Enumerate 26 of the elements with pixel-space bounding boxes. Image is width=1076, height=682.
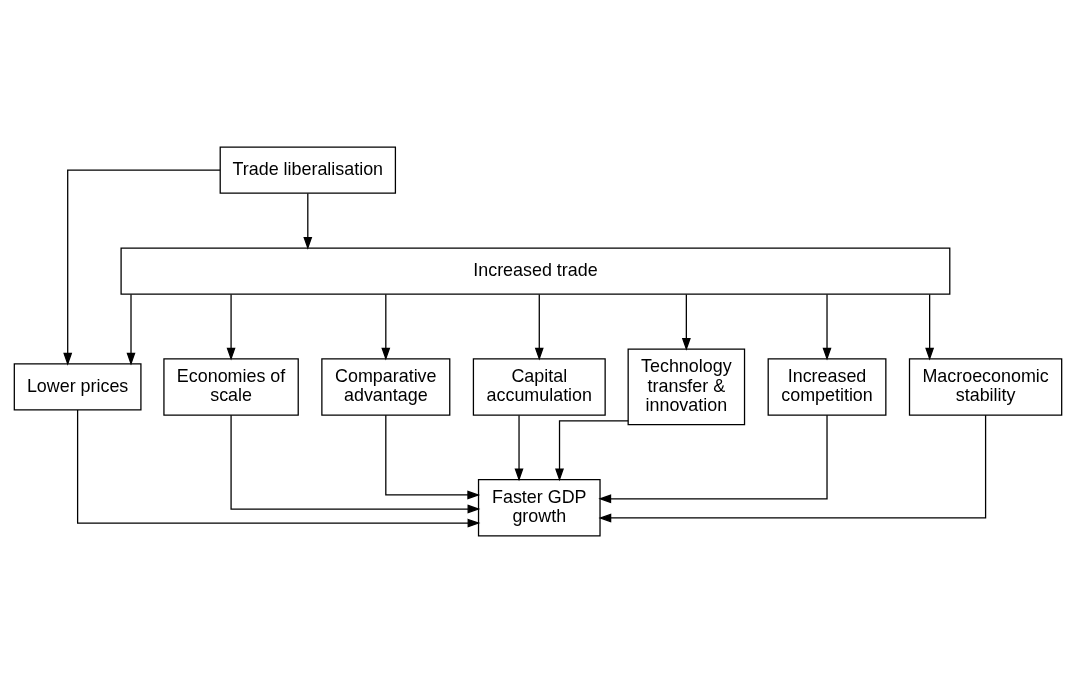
arrow <box>681 293 691 351</box>
arrow <box>77 408 481 528</box>
arrow <box>555 419 629 481</box>
node-box: Macroeconomic stability <box>908 357 1063 416</box>
arrow <box>385 414 481 499</box>
node-box: Capital accumulation <box>472 357 606 416</box>
arrow <box>514 414 524 481</box>
arrow <box>63 169 221 366</box>
node-box: Economies of scale <box>163 357 299 416</box>
arrow <box>381 293 391 361</box>
node-box: Lower prices <box>13 362 142 411</box>
arrow <box>598 414 828 503</box>
node-box: Faster GDP growth <box>477 478 601 536</box>
node-box: Comparative advantage <box>321 357 451 416</box>
node-box: Technology transfer & innovation <box>627 348 746 425</box>
arrow <box>303 192 313 250</box>
arrow <box>598 414 987 522</box>
arrow <box>126 293 136 365</box>
node-box: Increased competition <box>767 357 887 416</box>
arrow <box>534 293 544 361</box>
node-box: Trade liberalisation <box>219 146 397 194</box>
arrow <box>226 293 236 361</box>
arrow <box>925 293 935 361</box>
arrow <box>230 414 481 513</box>
node-box: Increased trade <box>120 247 951 295</box>
arrow <box>822 293 832 361</box>
